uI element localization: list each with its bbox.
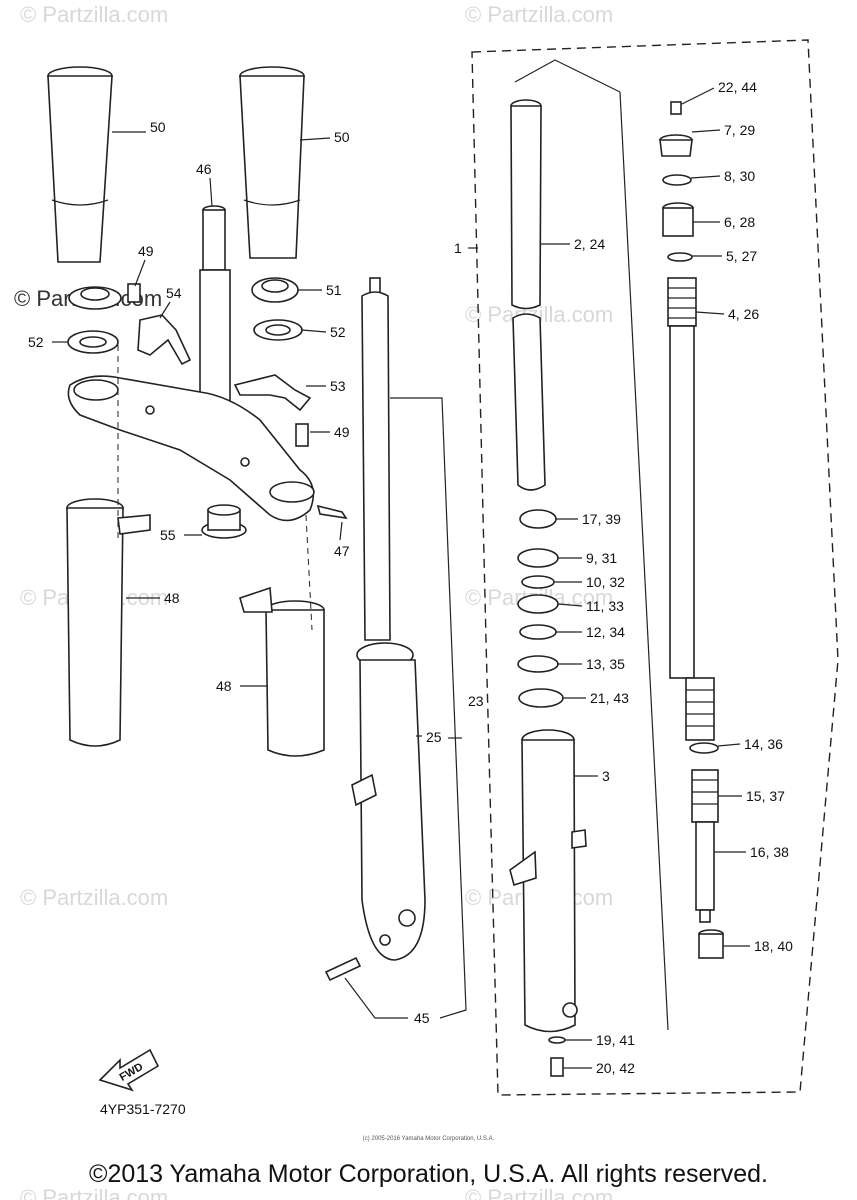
bracket-54 (137, 314, 192, 366)
callout-25: 25 (426, 729, 442, 745)
callout-48: 48 (216, 678, 232, 694)
callout-47: 47 (334, 543, 350, 559)
callout-18-40: 18, 40 (754, 938, 793, 954)
callout-20-42: 20, 42 (596, 1060, 635, 1076)
spacer-6 (662, 202, 694, 237)
callout-50: 50 (334, 129, 350, 145)
callout-labels: 50 50 46 49 54 51 52 52 53 49 55 47 48 4… (28, 79, 793, 1076)
callout-8-30: 8, 30 (724, 168, 755, 184)
stem-nut (201, 504, 247, 539)
callout-14-36: 14, 36 (744, 736, 783, 752)
washer-left (67, 330, 119, 354)
fork-spring (667, 277, 715, 741)
kit-bracket-right (619, 91, 669, 1031)
callout-1: 1 (454, 240, 462, 256)
assembled-fork (351, 277, 426, 961)
bearing-ring (251, 277, 299, 303)
oil-lock-piece (698, 929, 724, 959)
fork-boot-right (239, 66, 305, 259)
bolt-49-top (127, 283, 141, 303)
fwd-arrow-icon: FWD (98, 1048, 160, 1092)
callout-49: 49 (138, 243, 154, 259)
callout-22-44: 22, 44 (718, 79, 757, 95)
callout-55: 55 (160, 527, 176, 543)
callout-3: 3 (602, 768, 610, 784)
callout-12-34: 12, 34 (586, 624, 625, 640)
callout-21-43: 21, 43 (590, 690, 629, 706)
damper-rod (691, 769, 719, 923)
fork-kit-outline (471, 39, 839, 1096)
bolt-49-mid (295, 423, 309, 447)
callout-16-38: 16, 38 (750, 844, 789, 860)
callout-5-27: 5, 27 (726, 248, 757, 264)
callout-2-24: 2, 24 (574, 236, 605, 252)
cap-o-ring-22 (670, 101, 682, 115)
callout-51: 51 (326, 282, 342, 298)
callout-52: 52 (330, 324, 346, 340)
callout-13-35: 13, 35 (586, 656, 625, 672)
copper-washer (548, 1036, 566, 1044)
callout-6-28: 6, 28 (724, 214, 755, 230)
o-ring-8 (662, 174, 692, 186)
callout-10-32: 10, 32 (586, 574, 625, 590)
copyright-notice: ©2013 Yamaha Motor Corporation, U.S.A. A… (89, 1160, 768, 1188)
callout-15-37: 15, 37 (746, 788, 785, 804)
bolt-47 (316, 504, 348, 520)
alignment-line (305, 514, 313, 631)
callout-7-29: 7, 29 (724, 122, 755, 138)
callout-53: 53 (330, 378, 346, 394)
washer-right (253, 319, 303, 341)
callout-17-39: 17, 39 (582, 511, 621, 527)
diagram-code: 4YP351-7270 (100, 1101, 186, 1117)
piston-ring-14 (689, 742, 719, 754)
callout-11-33: 11, 33 (586, 598, 624, 614)
under-bracket (67, 375, 315, 522)
outer-tube (509, 729, 587, 1033)
hose-holder-bracket (233, 374, 312, 412)
fork-boot-left (47, 66, 113, 263)
callout-4-26: 4, 26 (728, 306, 759, 322)
small-copyright: (c) 2005-2016 Yamaha Motor Corporation, … (362, 1136, 495, 1142)
watermarks: © Partzilla.com © Partzilla.com © Partzi… (14, 2, 613, 1200)
washer-5 (667, 252, 693, 262)
callout-19-41: 19, 41 (596, 1032, 635, 1048)
lower-cover-left (66, 498, 151, 747)
watermark: © Partzilla.com (20, 2, 168, 27)
callout-46: 46 (196, 161, 212, 177)
ring-left (68, 286, 122, 310)
callout-50: 50 (150, 119, 166, 135)
watermark: © Partzilla.com (20, 1185, 168, 1200)
leader-lines (52, 87, 750, 1069)
lower-cover-right (239, 586, 325, 757)
axle-bolt (324, 956, 362, 982)
watermark: © Partzilla.com (465, 2, 613, 27)
drain-bolt (550, 1057, 564, 1077)
watermark: © Partzilla.com (20, 885, 168, 910)
inner-tube (510, 99, 546, 491)
seal-parts (517, 509, 564, 708)
callout-23: 23 (468, 693, 484, 709)
kit-bracket-left (514, 59, 621, 93)
callout-54: 54 (166, 285, 182, 301)
callout-45: 45 (414, 1010, 430, 1026)
watermark: © Partzilla.com (465, 1185, 613, 1200)
cap-bolt (659, 134, 693, 157)
callout-49: 49 (334, 424, 350, 440)
callout-52: 52 (28, 334, 44, 350)
callout-48: 48 (164, 590, 180, 606)
callout-9-31: 9, 31 (586, 550, 617, 566)
